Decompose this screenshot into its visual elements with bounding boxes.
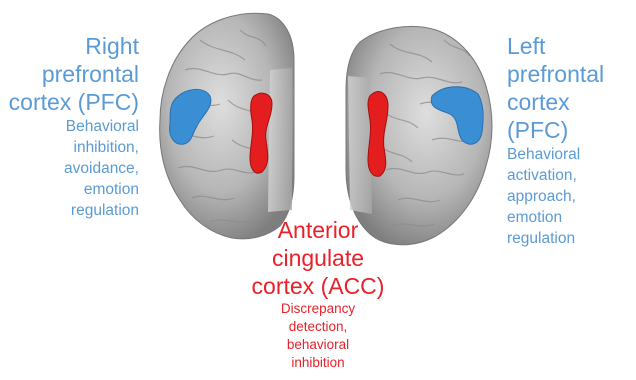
right-pfc-title-line: prefrontal	[9, 60, 139, 88]
left-pfc-desc-line: approach,	[507, 186, 636, 207]
acc-title-line: Anterior	[252, 216, 385, 244]
left-hemisphere	[346, 26, 492, 244]
acc-desc-line: Discrepancy	[252, 300, 385, 318]
right-pfc-desc-line: Behavioral	[9, 116, 139, 137]
left-hemisphere-medial-surface	[348, 76, 372, 214]
acc-title-line: cortex (ACC)	[252, 272, 385, 300]
acc-title-line: cingulate	[252, 244, 385, 272]
right-pfc-desc-line: avoidance,	[9, 158, 139, 179]
left-pfc-desc-line: emotion	[507, 207, 636, 228]
right-pfc-title-line: Right	[9, 32, 139, 60]
right-hemisphere-medial-surface	[268, 68, 292, 212]
right-pfc-desc-line: emotion	[9, 179, 139, 200]
right-pfc-desc-line: inhibition,	[9, 137, 139, 158]
acc-label: Anterior cingulate cortex (ACC) Discrepa…	[252, 216, 385, 372]
right-hemisphere	[160, 13, 294, 239]
acc-desc-line: behavioral	[252, 336, 385, 354]
right-pfc-desc-line: regulation	[9, 200, 139, 221]
right-pfc-title-line: cortex (PFC)	[9, 88, 139, 116]
left-pfc-title-line: prefrontal	[507, 60, 636, 88]
left-pfc-title-line: Left	[507, 32, 636, 60]
left-pfc-title-line: cortex (PFC)	[507, 88, 636, 144]
left-pfc-desc-line: Behavioral	[507, 144, 636, 165]
left-pfc-desc-line: regulation	[507, 228, 636, 249]
left-pfc-label: Left prefrontal cortex (PFC) Behavioral …	[507, 32, 636, 249]
acc-desc-line: inhibition	[252, 354, 385, 372]
acc-desc-line: detection,	[252, 318, 385, 336]
right-pfc-label: Right prefrontal cortex (PFC) Behavioral…	[9, 32, 139, 221]
left-pfc-desc-line: activation,	[507, 165, 636, 186]
